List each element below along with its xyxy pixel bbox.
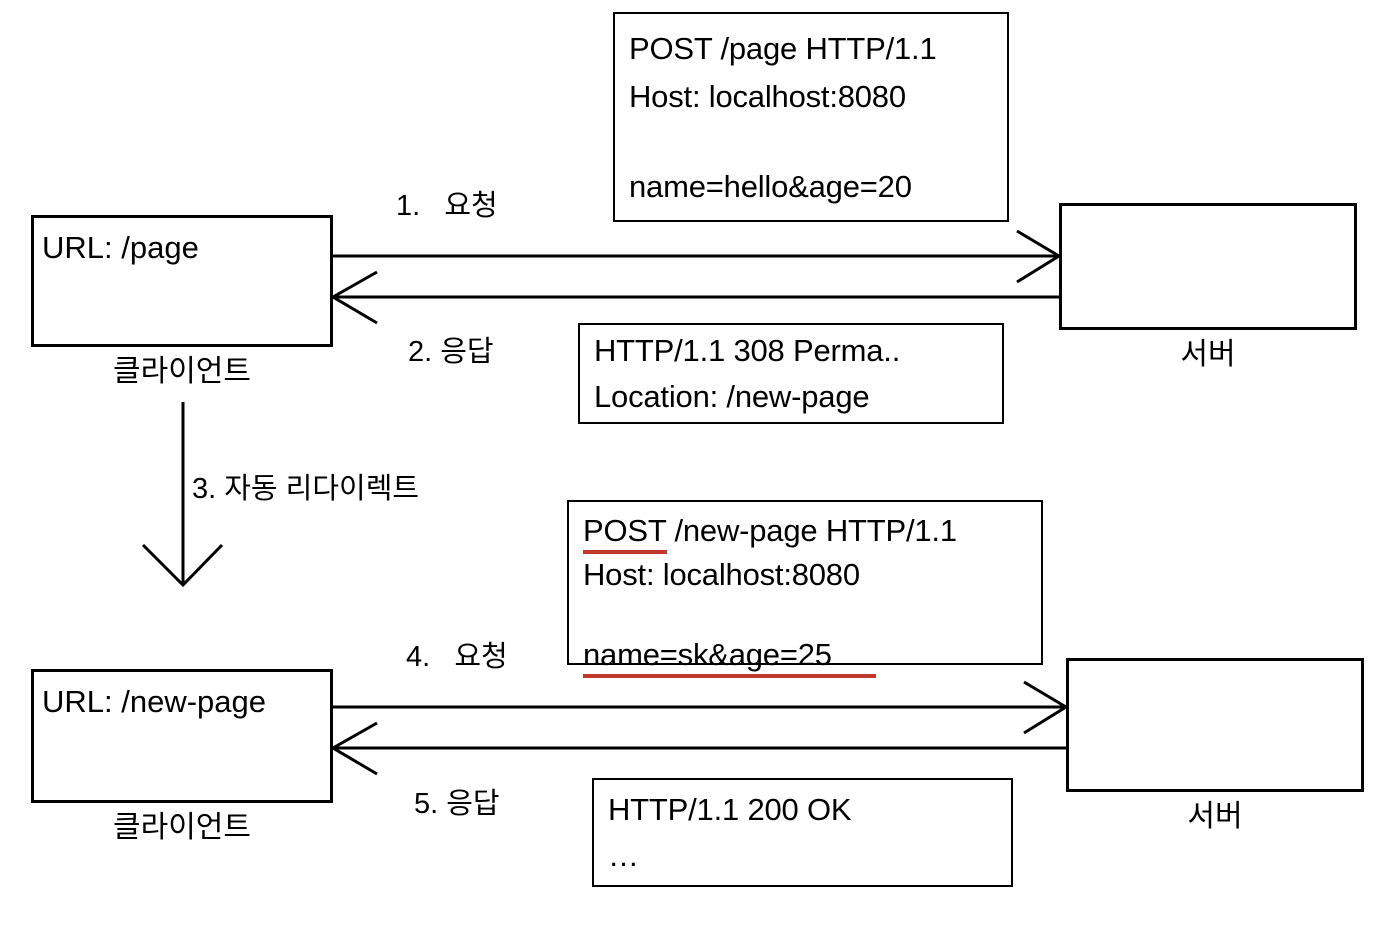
arrow-label-step-2: 2. 응답 bbox=[408, 336, 494, 368]
server-node-bottom bbox=[1066, 658, 1364, 792]
client-node-bottom: URL: /new-page bbox=[31, 669, 333, 803]
arrowhead-redirect bbox=[141, 543, 224, 588]
request-2-target: /new-page HTTP/1.1 bbox=[666, 513, 957, 548]
request-2-line-4: name=sk&age=25 bbox=[583, 637, 832, 672]
arrowhead-response-2 bbox=[330, 721, 378, 776]
arrow-label-step-4: 4. 요청 bbox=[406, 641, 508, 673]
server-node-top bbox=[1059, 203, 1357, 330]
client-bottom-url: URL: /new-page bbox=[42, 684, 267, 719]
client-bottom-label: 클라이언트 bbox=[113, 811, 251, 844]
request-1-line-1: POST /page HTTP/1.1 bbox=[629, 31, 937, 66]
request-2-line-1: POST /new-page HTTP/1.1 bbox=[583, 515, 957, 546]
request-2-line-2: Host: localhost:8080 bbox=[583, 557, 860, 592]
client-top-label: 클라이언트 bbox=[113, 355, 251, 388]
arrowhead-response-1 bbox=[330, 270, 378, 325]
arrow-label-step-3: 3. 자동 리다이렉트 bbox=[192, 473, 420, 505]
client-top-url: URL: /page bbox=[42, 230, 199, 265]
response-1-line-2: Location: /new-page bbox=[594, 379, 870, 414]
request-2-method: POST bbox=[583, 513, 667, 548]
client-node-top: URL: /page bbox=[31, 215, 333, 347]
arrow-label-step-5: 5. 응답 bbox=[414, 788, 500, 820]
server-top-label: 서버 bbox=[1180, 338, 1236, 371]
request-1-line-4: name=hello&age=20 bbox=[629, 169, 912, 204]
server-bottom-label: 서버 bbox=[1187, 800, 1243, 833]
request-message-box-2: POST /new-page HTTP/1.1 Host: localhost:… bbox=[567, 500, 1043, 678]
response-2-line-1: HTTP/1.1 200 OK bbox=[608, 792, 852, 827]
request-message-box-1: POST /page HTTP/1.1 Host: localhost:8080… bbox=[613, 12, 1009, 222]
arrow-label-step-1: 1. 요청 bbox=[396, 190, 498, 222]
arrowhead-request-1 bbox=[1016, 229, 1062, 284]
arrowhead-request-2 bbox=[1023, 680, 1069, 735]
request-2-body-underline bbox=[583, 674, 876, 678]
request-1-line-2: Host: localhost:8080 bbox=[629, 79, 906, 114]
response-message-box-1: HTTP/1.1 308 Perma.. Location: /new-page bbox=[578, 323, 1004, 424]
response-2-line-2: … bbox=[608, 838, 639, 873]
request-2-method-underline bbox=[583, 550, 667, 554]
response-1-line-1: HTTP/1.1 308 Perma.. bbox=[594, 333, 901, 368]
response-message-box-2: HTTP/1.1 200 OK … bbox=[592, 778, 1013, 887]
